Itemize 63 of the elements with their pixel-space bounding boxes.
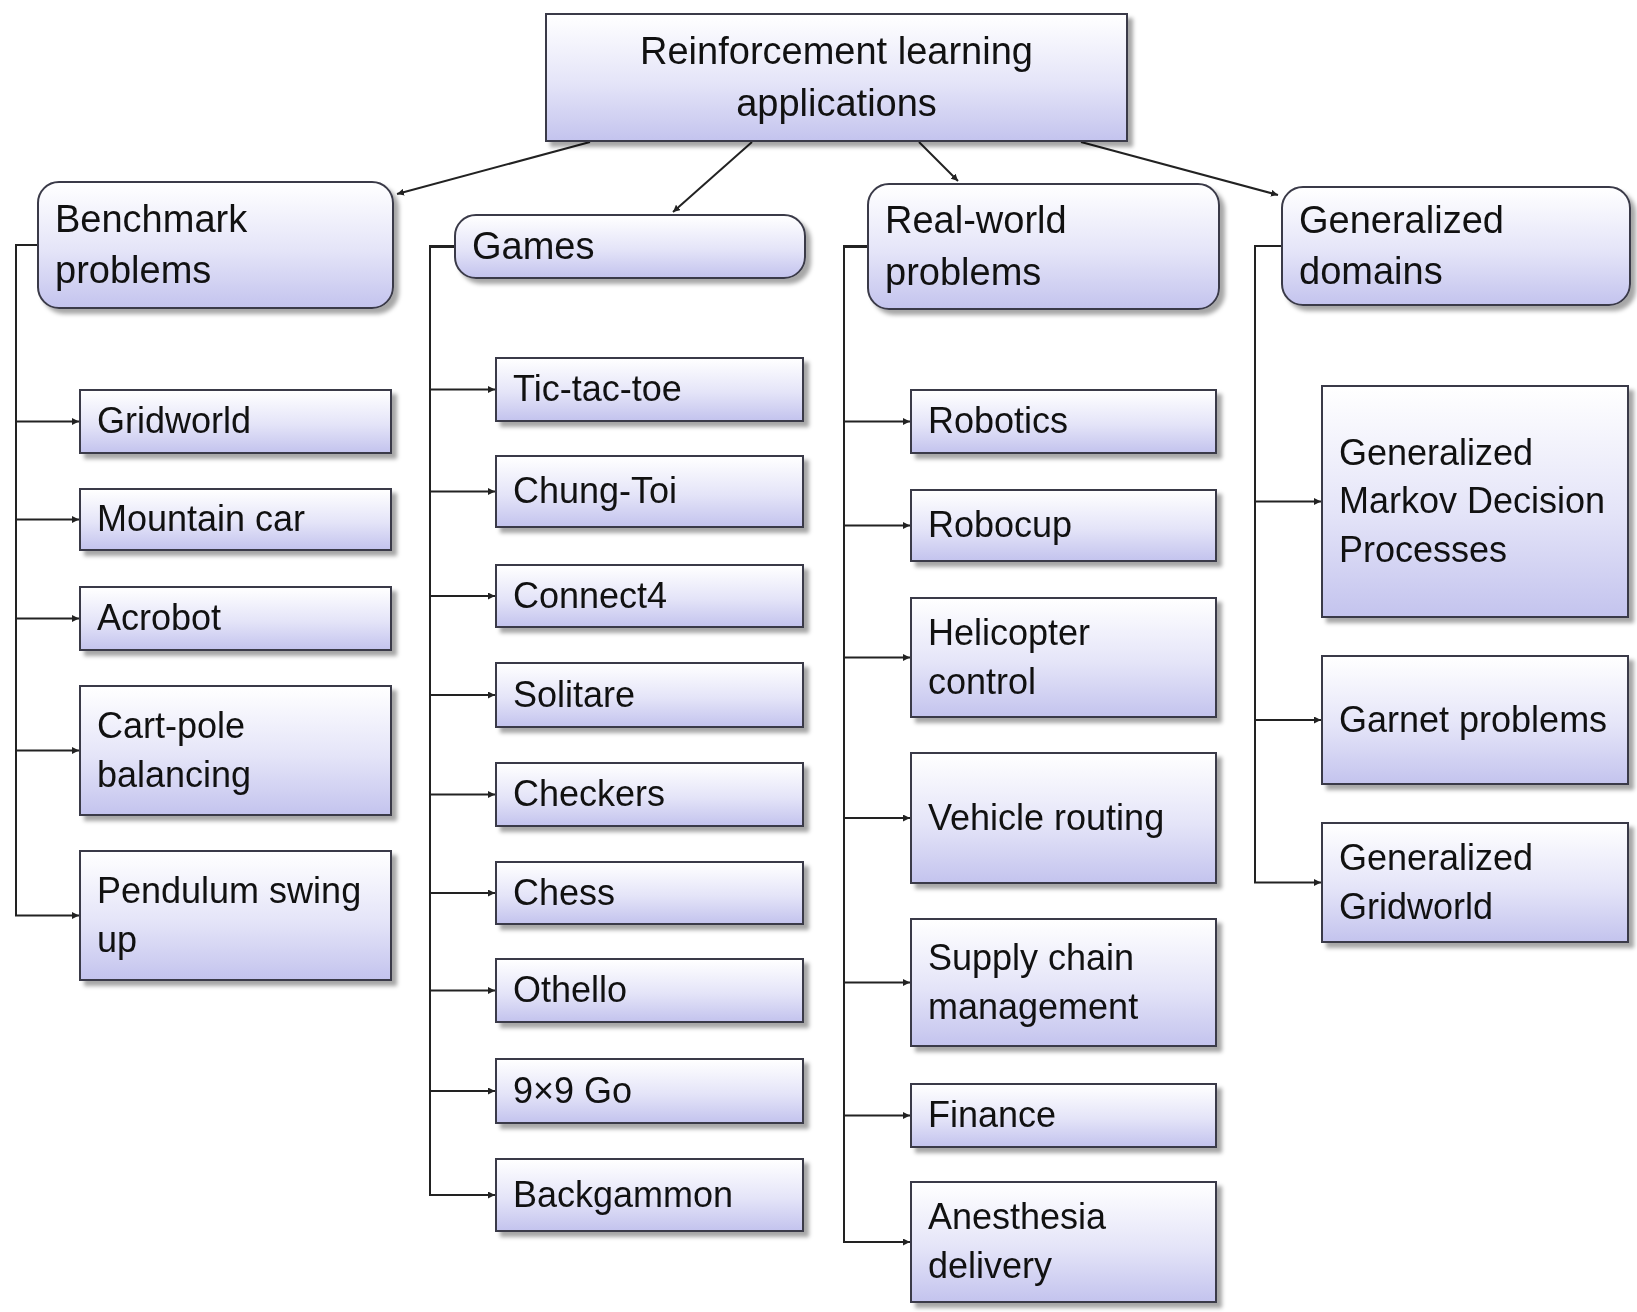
node-label: Vehicle routing [928,795,1165,840]
item-box [495,762,804,827]
arrow [396,141,591,196]
item-box [910,389,1217,454]
item-box [910,918,1217,1047]
arrow [672,141,753,213]
root-box [545,13,1128,142]
item-box [79,488,392,551]
node-label: Reinforcement learning applications [639,29,1034,126]
item-box [79,389,392,454]
category-box [867,183,1220,310]
item-box [910,1083,1217,1148]
node-label: Generalized Gridworld [1339,835,1535,929]
item-box [910,752,1217,884]
node-label: Connect4 [513,573,668,618]
item-box [495,1158,804,1232]
item-box [1321,385,1629,618]
item-box [495,662,804,728]
node-label: Solitare [513,672,636,717]
node-label: Benchmark problems [55,196,249,293]
item-box [495,958,804,1023]
node-label: Generalized Markov Decision Processes [1339,430,1607,572]
item-box [79,850,392,981]
item-box [495,1058,804,1124]
category-box [1281,186,1631,306]
category-box [454,214,806,279]
node-label: 9×9 Go [513,1068,633,1113]
item-box [910,597,1217,718]
node-label: Acrobot [97,596,222,641]
item-box [79,586,392,651]
node-label: Anesthesia delivery [928,1195,1108,1288]
item-box [495,357,804,422]
category-box [37,181,394,309]
node-label: Backgammon [513,1172,734,1217]
arrow [15,244,80,919]
node-label: Othello [513,968,628,1013]
item-box [1321,822,1629,943]
node-label: Garnet problems [1339,697,1608,742]
node-label: Games [472,223,595,269]
item-box [1321,655,1629,785]
node-label: Checkers [513,772,666,817]
node-label: Robocup [928,503,1073,548]
node-label: Chess [513,870,616,915]
arrow [918,141,959,182]
node-label: Cart-pole balancing [97,703,253,797]
item-box [495,564,804,628]
arrow [1254,245,1322,886]
node-label: Finance [928,1093,1057,1138]
node-label: Generalized domains [1299,197,1505,294]
item-box [495,455,804,528]
node-label: Robotics [928,399,1069,444]
node-label: Helicopter control [928,610,1092,704]
node-label: Supply chain management [928,935,1140,1029]
node-label: Gridworld [97,399,252,444]
item-box [495,861,804,925]
node-label: Real-world problems [885,198,1068,295]
node-label: Tic-tac-toe [513,367,682,412]
item-box [79,685,392,816]
item-box [910,1181,1217,1303]
node-label: Mountain car [97,497,306,542]
item-box [910,489,1217,562]
node-label: Chung-Toi [513,469,678,514]
node-label: Pendulum swing up [97,868,363,962]
